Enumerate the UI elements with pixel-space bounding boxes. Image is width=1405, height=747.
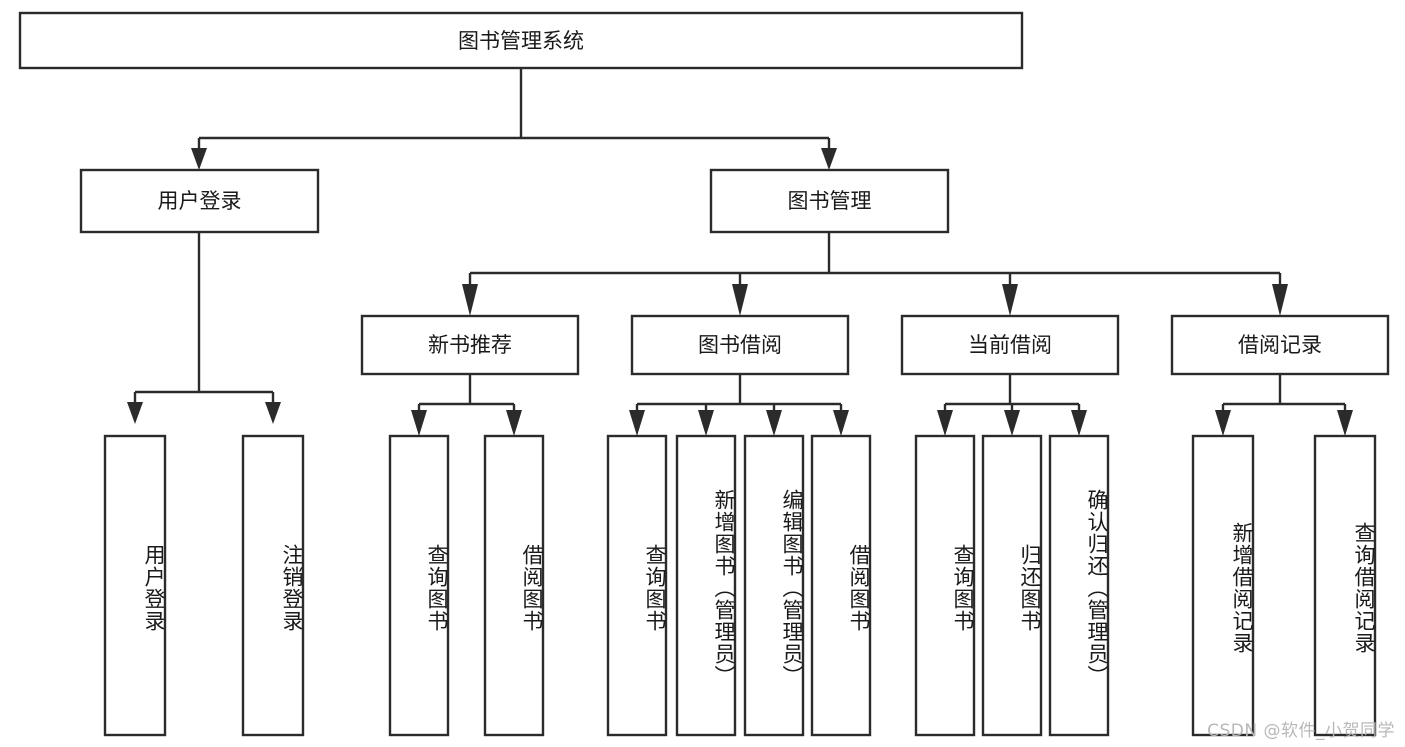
node-book-management[interactable]: 图书管理 [709,168,950,234]
leaf-bookborrow-borrow-book[interactable]: 借阅图书 [810,434,872,737]
watermark-text: CSDN @软件_小贺同学 [1207,721,1395,741]
leaf-bookborrow-add-book-label: 新增图书（管理员） [712,488,736,687]
leaf-logout-box[interactable] [241,434,305,737]
node-borrow-record-label: 借阅记录 [1238,333,1322,357]
leaf-currentborrow-return-book-box[interactable] [981,434,1043,737]
leaf-currentborrow-query-book-label: 查询图书 [951,543,975,632]
arrow-head-current-borrow [1002,284,1018,316]
arrow-head-newbook-leaf-1 [411,410,427,436]
node-current-borrow[interactable]: 当前借阅 [900,314,1120,376]
leaf-borrowrecord-query-record-label: 查询借阅记录 [1352,521,1376,654]
node-root-label: 图书管理系统 [458,29,584,53]
leaf-borrowrecord-add-record-label: 新增借阅记录 [1230,521,1254,654]
leaf-bookborrow-borrow-book-label: 借阅图书 [847,543,871,632]
leaf-currentborrow-return-book-label: 归还图书 [1018,543,1042,632]
arrow-head-leaf-user-login [127,402,143,424]
arrow-head-borrowrecord-leaf-2 [1337,410,1353,436]
node-borrow-record-box[interactable] [1170,314,1390,376]
node-book-management-box[interactable] [709,168,950,234]
leaf-bookborrow-query-book-box[interactable] [606,434,668,737]
leaf-newbook-borrow-book-label: 借阅图书 [520,543,544,632]
node-book-management-label: 图书管理 [788,189,872,213]
node-book-borrow[interactable]: 图书借阅 [630,314,850,376]
arrow-head-borrow-record [1272,284,1288,316]
arrow-head-currentborrow-leaf-3 [1071,410,1087,436]
arrow-head-borrowrecord-leaf-1 [1215,410,1231,436]
leaf-borrowrecord-query-record[interactable]: 查询借阅记录 [1313,434,1377,737]
arrow-head-currentborrow-leaf-1 [937,410,953,436]
leaf-bookborrow-add-book[interactable]: 新增图书（管理员） [675,434,737,737]
leaf-bookborrow-edit-book-label: 编辑图书（管理员） [780,488,804,687]
leaf-currentborrow-query-book-box[interactable] [914,434,976,737]
leaf-borrowrecord-add-record-box[interactable] [1191,434,1255,737]
node-user-login-label: 用户登录 [158,189,242,213]
arrow-head-bookborrow-leaf-2 [698,410,714,436]
connector-userlogin-to-leaves [133,232,275,404]
connector-root-to-level2 [197,68,831,150]
arrow-head-book-manage [821,148,837,170]
connector-currentborrow-to-leaves [943,374,1081,412]
arrow-head-bookborrow-leaf-4 [833,410,849,436]
connector-bookmanage-to-level3 [468,232,1282,286]
leaf-bookborrow-add-book-box[interactable] [675,434,737,737]
node-current-borrow-box[interactable] [900,314,1120,376]
leaf-currentborrow-confirm-return-box[interactable] [1048,434,1110,737]
node-root-box[interactable] [18,11,1024,70]
leaf-logout[interactable]: 注销登录 [241,434,305,737]
leaf-bookborrow-query-book[interactable]: 查询图书 [606,434,668,737]
node-book-borrow-label: 图书借阅 [698,333,782,357]
connector-borrowrecord-to-leaves [1221,374,1347,412]
node-user-login-box[interactable] [79,168,320,234]
arrow-head-book-borrow [732,284,748,316]
node-book-borrow-box[interactable] [630,314,850,376]
leaf-bookborrow-edit-book-box[interactable] [743,434,805,737]
leaf-borrowrecord-add-record[interactable]: 新增借阅记录 [1191,434,1255,737]
node-user-login[interactable]: 用户登录 [79,168,320,234]
arrow-head-leaf-logout [265,402,281,424]
leaf-user-login-box[interactable] [103,434,167,737]
node-new-book-recommend[interactable]: 新书推荐 [360,314,580,376]
arrow-head-newbook-leaf-2 [506,410,522,436]
leaf-bookborrow-query-book-label: 查询图书 [643,543,667,632]
leaf-bookborrow-borrow-book-box[interactable] [810,434,872,737]
leaf-currentborrow-confirm-return[interactable]: 确认归还（管理员） [1048,434,1110,737]
leaf-bookborrow-edit-book[interactable]: 编辑图书（管理员） [743,434,805,737]
connector-layer [127,68,1353,436]
leaf-logout-label: 注销登录 [280,543,304,632]
node-root[interactable]: 图书管理系统 [18,11,1024,70]
arrow-head-bookborrow-leaf-1 [629,410,645,436]
arrow-head-currentborrow-leaf-2 [1004,410,1020,436]
leaf-currentborrow-return-book[interactable]: 归还图书 [981,434,1043,737]
leaf-newbook-query-book[interactable]: 查询图书 [388,434,450,737]
node-borrow-record[interactable]: 借阅记录 [1170,314,1390,376]
leaf-newbook-query-book-box[interactable] [388,434,450,737]
leaf-user-login[interactable]: 用户登录 [103,434,167,737]
node-new-book-recommend-box[interactable] [360,314,580,376]
leaf-currentborrow-query-book[interactable]: 查询图书 [914,434,976,737]
node-new-book-recommend-label: 新书推荐 [428,333,512,357]
leaf-currentborrow-confirm-return-label: 确认归还（管理员） [1085,488,1109,687]
leaf-borrowrecord-query-record-box[interactable] [1313,434,1377,737]
leaf-newbook-query-book-label: 查询图书 [425,543,449,632]
node-current-borrow-label: 当前借阅 [968,333,1052,357]
arrow-head-user-login [191,148,207,170]
leaf-newbook-borrow-book[interactable]: 借阅图书 [483,434,545,737]
connector-bookborrow-to-leaves [635,374,843,412]
arrow-head-bookborrow-leaf-3 [766,410,782,436]
connector-newbook-to-leaves [417,374,516,412]
arrow-head-new-book [462,284,478,316]
leaf-user-login-label: 用户登录 [142,543,166,632]
leaf-newbook-borrow-book-box[interactable] [483,434,545,737]
